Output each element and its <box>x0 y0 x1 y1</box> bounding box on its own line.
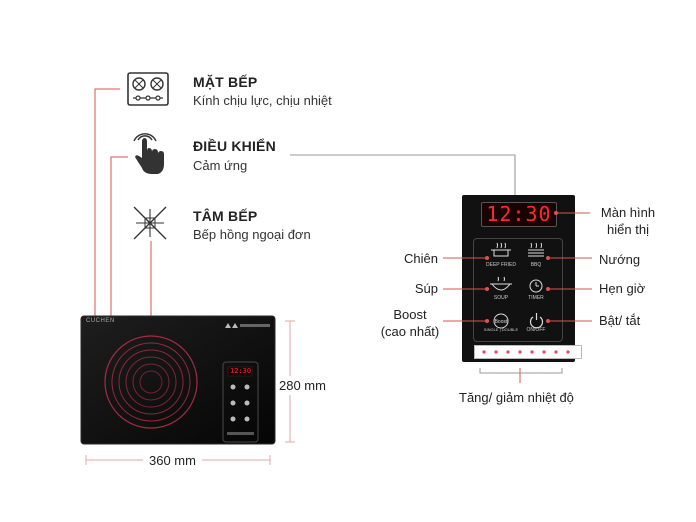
feature-subtitle-tam-bep: Bếp hồng ngoại đơn <box>193 227 311 242</box>
deep-fried-button[interactable]: DEEP FRIED <box>486 262 516 268</box>
power-button[interactable]: ON/OFF <box>526 327 546 333</box>
callout-fry: Chiên <box>404 251 438 266</box>
heating-element-icon <box>133 206 167 240</box>
feature-title-tam-bep: TÂM BẾP <box>193 208 258 224</box>
callout-timer: Hẹn giờ <box>599 281 646 296</box>
soup-button[interactable]: SOUP <box>493 295 509 301</box>
callout-display-line1: Màn hình <box>600 205 656 220</box>
callout-slider: Tăng/ giảm nhiệt độ <box>459 390 574 405</box>
cooktop-display: 12:30 <box>230 367 252 375</box>
callout-grill: Nướng <box>599 252 641 267</box>
timer-button[interactable]: TIMER <box>528 295 544 301</box>
panel-button-area <box>473 238 563 342</box>
callout-display-line2: hiển thị <box>607 222 649 237</box>
panel-button-icons: Boost <box>490 242 544 329</box>
touch-hand-icon <box>133 133 164 174</box>
feature-title-mat-bep: MẶT BẾP <box>193 74 258 90</box>
width-dimension-label: 360 mm <box>143 453 202 468</box>
bbq-button[interactable]: BBQ <box>530 262 542 268</box>
leader-line-mat-bep <box>94 88 120 352</box>
boost-icon <box>493 313 509 329</box>
callout-boost-line1: Boost <box>393 307 427 322</box>
deep-fried-icon <box>491 242 511 257</box>
leader-line-panel <box>290 154 516 195</box>
bbq-icon <box>528 242 544 257</box>
panel-display: 12:30 <box>481 202 557 227</box>
callout-display: Màn hình hiển thị <box>597 204 659 238</box>
timer-icon <box>529 279 543 293</box>
feature-subtitle-mat-bep: Kính chịu lực, chịu nhiệt <box>193 93 332 108</box>
stove-top-icon <box>127 72 169 106</box>
feature-title-dieu-khien: ĐIỀU KHIỂN <box>193 138 276 154</box>
callout-soup: Súp <box>414 281 438 296</box>
boost-button[interactable]: SINGLE | DOUBLE <box>483 327 519 332</box>
callout-boost: Boost (cao nhất) <box>372 306 448 340</box>
cooktop-image <box>80 315 276 445</box>
callout-power: Bật/ tắt <box>599 313 641 328</box>
feature-subtitle-dieu-khien: Cảm ứng <box>193 158 248 173</box>
temperature-slider[interactable] <box>474 345 582 359</box>
svg-text:Boost: Boost <box>495 319 508 325</box>
cooktop-brand-logo: CUCHEN <box>86 318 115 324</box>
callout-boost-line2: (cao nhất) <box>380 324 440 339</box>
power-icon <box>529 313 544 329</box>
height-dimension-label: 280 mm <box>279 376 326 395</box>
soup-icon <box>490 276 512 291</box>
